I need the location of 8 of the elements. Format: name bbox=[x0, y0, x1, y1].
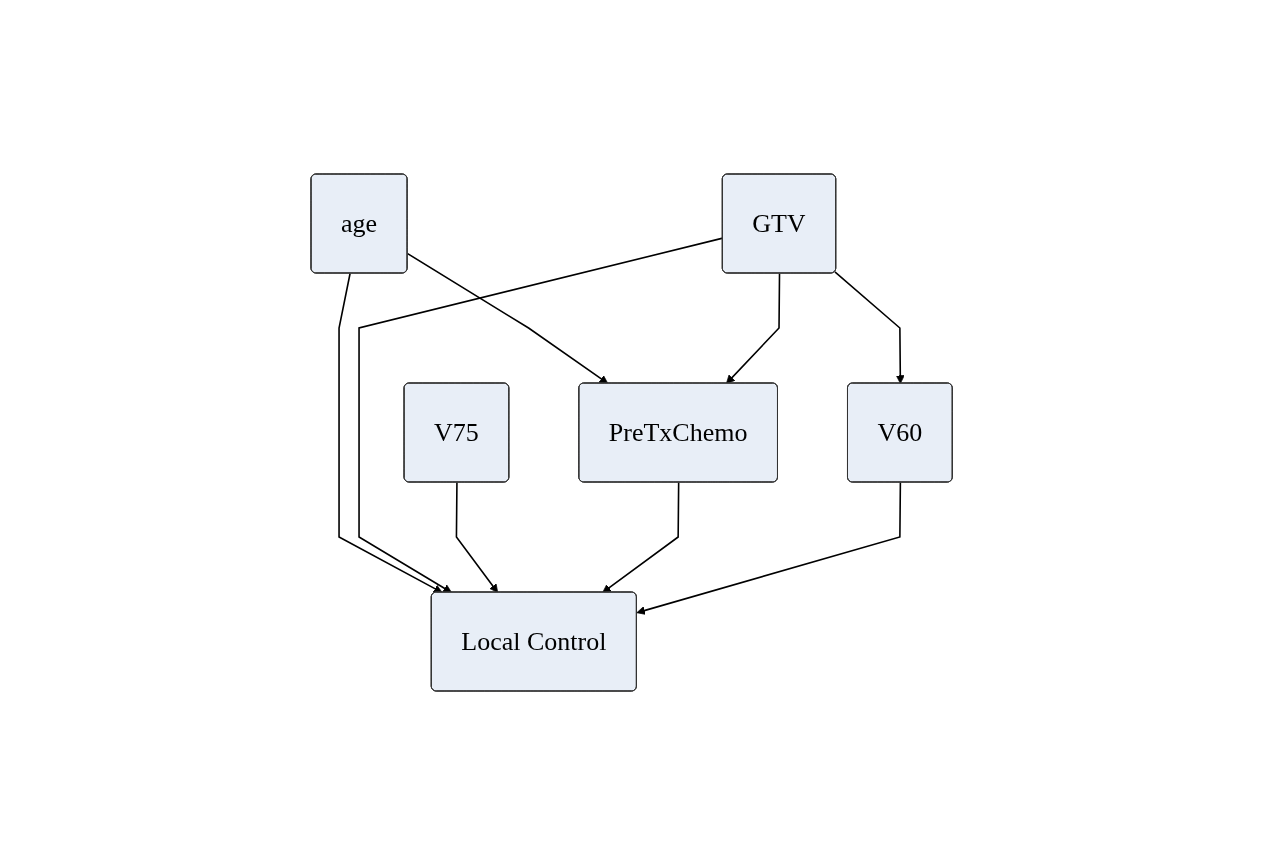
arrow bbox=[456, 481, 499, 593]
arrow bbox=[726, 272, 781, 384]
arrow bbox=[636, 481, 902, 615]
arrow bbox=[407, 252, 609, 384]
arrow bbox=[358, 237, 724, 593]
arrow bbox=[834, 271, 906, 384]
arrow bbox=[602, 481, 680, 593]
arrow bbox=[338, 272, 443, 593]
